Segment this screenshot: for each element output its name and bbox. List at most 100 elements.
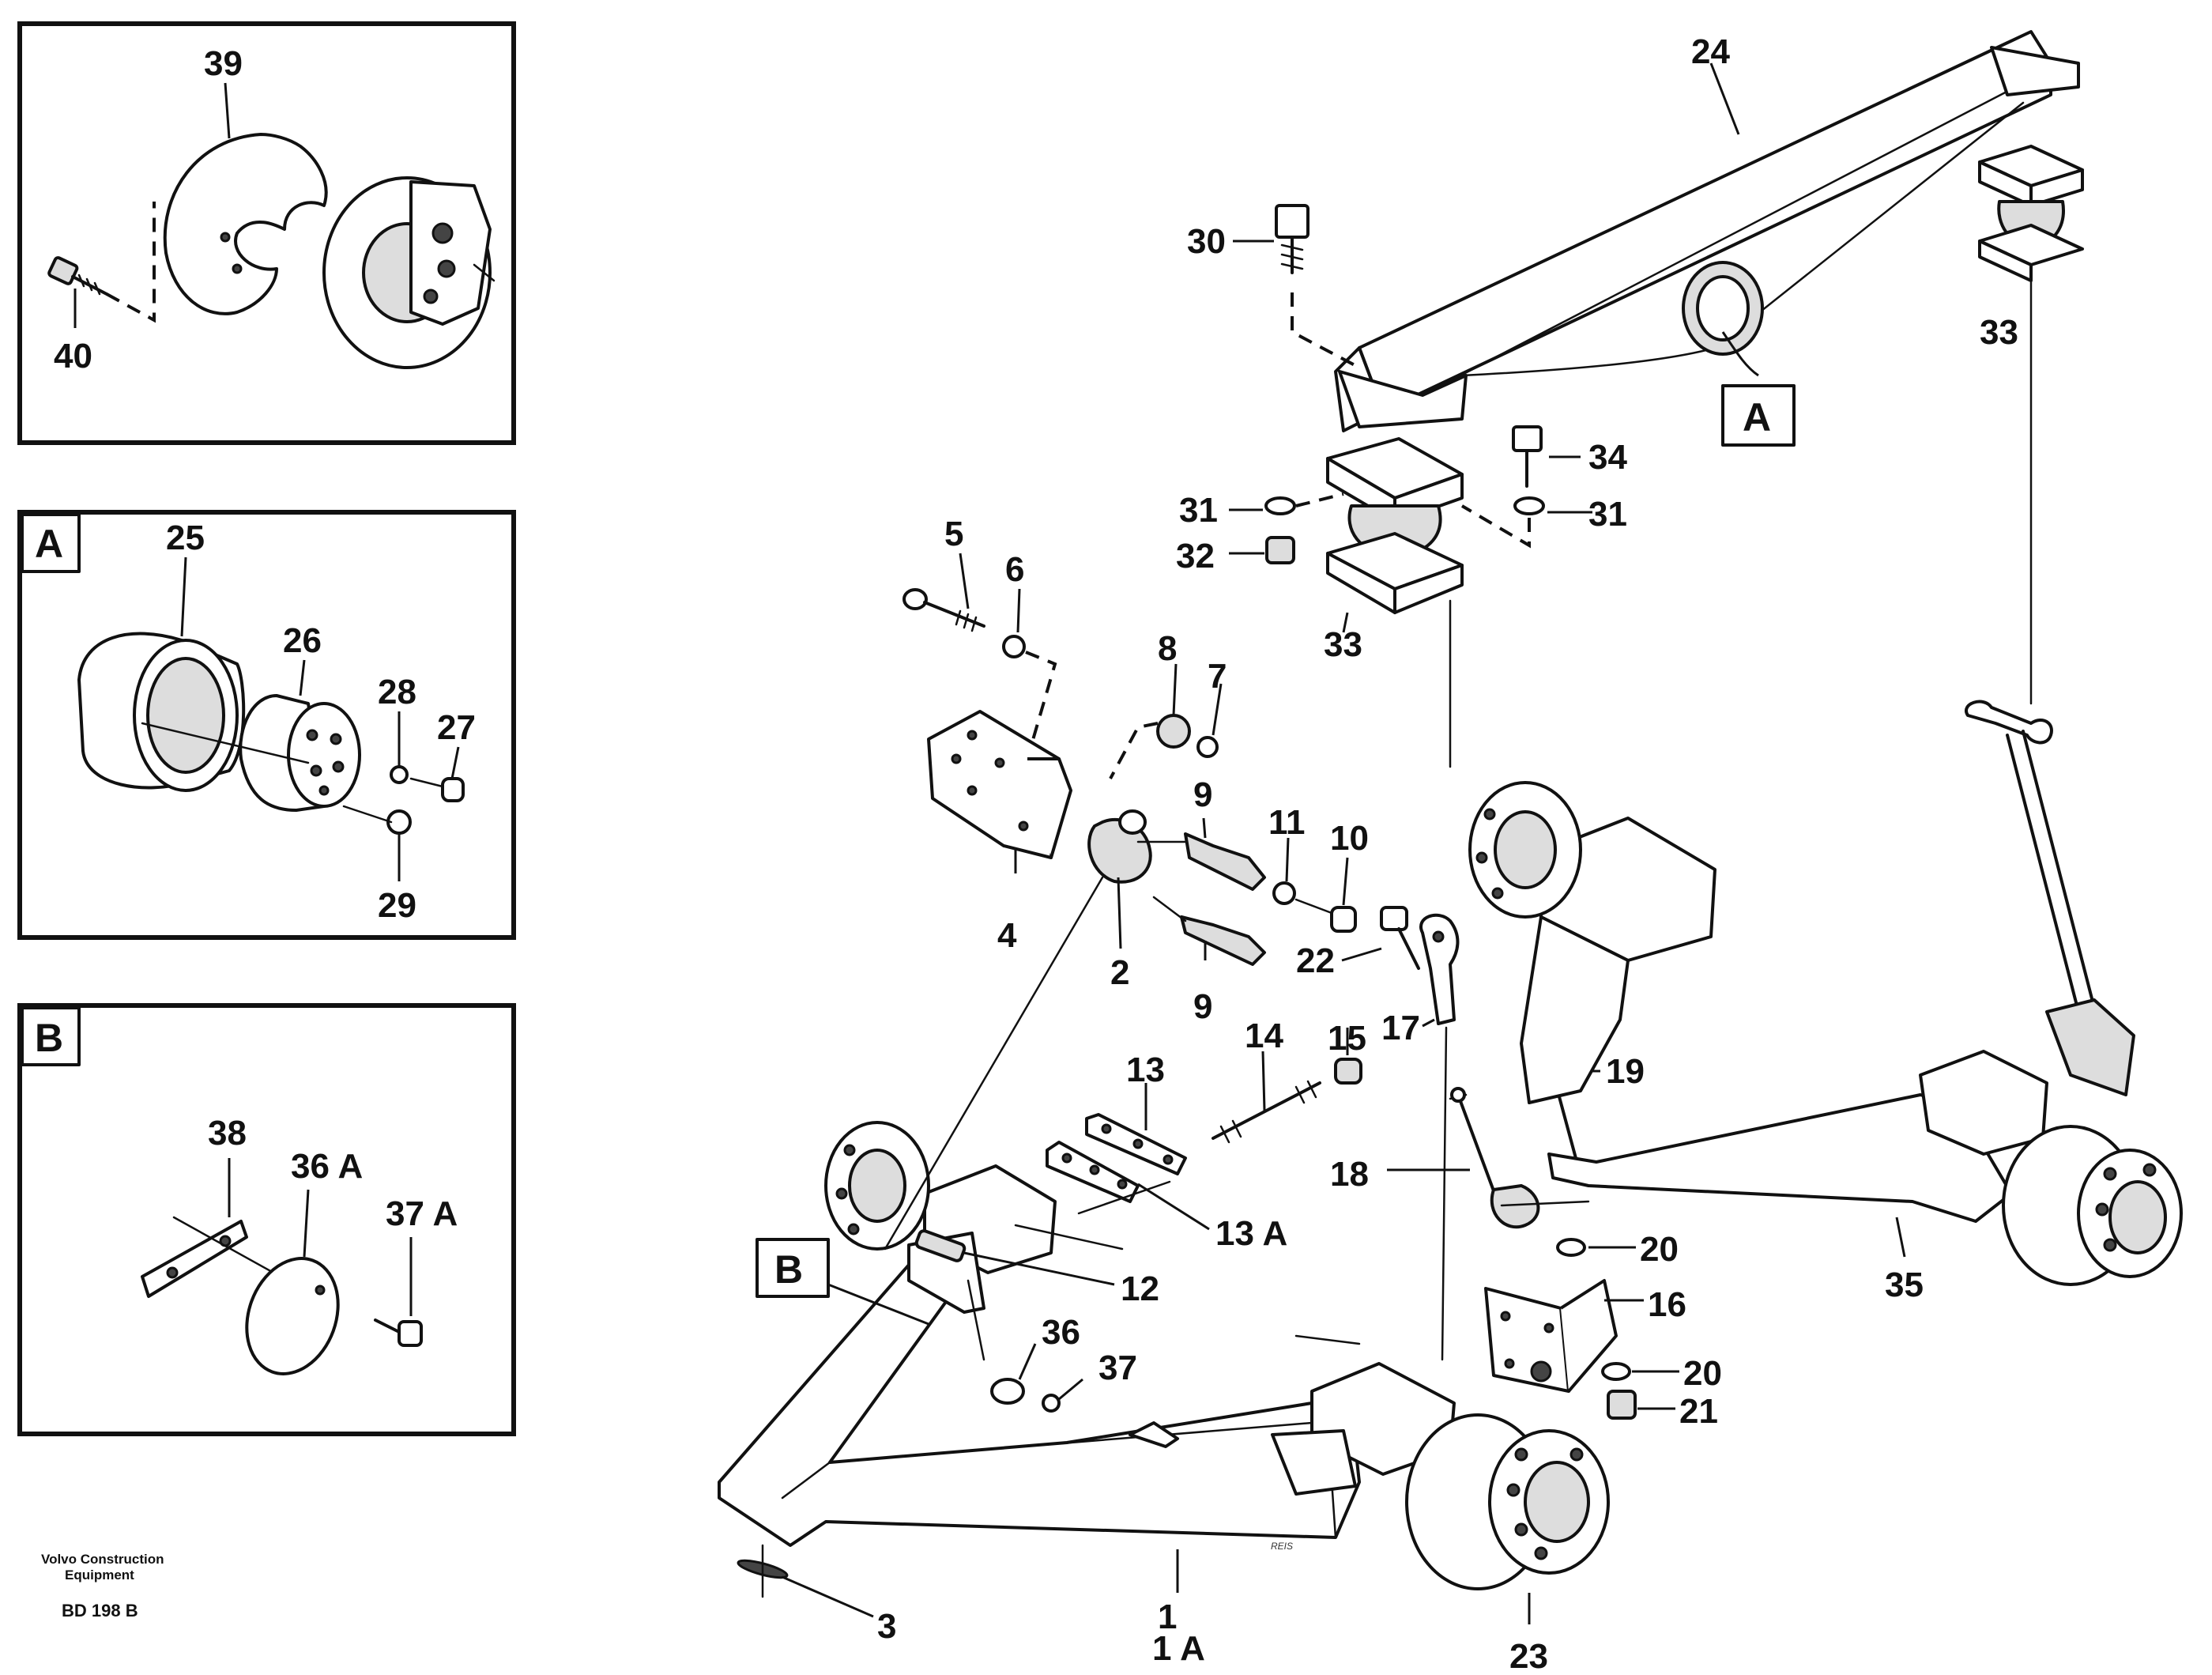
bracket-4 — [927, 710, 1072, 859]
callout-b-letter: B — [774, 1247, 803, 1292]
cover-36a — [245, 1257, 340, 1375]
line-bushing-to-frame — [884, 876, 1104, 1251]
lower-wheel-hub-23 — [1405, 1413, 1610, 1590]
label-37: 37 — [1098, 1349, 1137, 1387]
nut-32 — [1265, 536, 1295, 564]
label-35: 35 — [1885, 1266, 1924, 1304]
label-22: 22 — [1296, 941, 1335, 980]
label-6: 6 — [1005, 550, 1024, 589]
bolt-22 — [1380, 906, 1420, 970]
washer-31-left — [1264, 496, 1296, 515]
callout-a-letter: A — [1743, 395, 1771, 439]
torque-rod-right — [1965, 700, 2135, 1096]
label-7: 7 — [1208, 657, 1227, 696]
label-11: 11 — [1268, 803, 1306, 842]
bolt-30 — [1275, 204, 1309, 274]
label-33-right: 33 — [1980, 313, 2018, 352]
nut-21 — [1607, 1390, 1637, 1420]
label-26: 26 — [283, 621, 322, 660]
label-27: 27 — [437, 708, 476, 747]
label-18: 18 — [1330, 1155, 1369, 1194]
label-15: 15 — [1328, 1019, 1366, 1058]
bushing-2 — [1087, 809, 1152, 884]
label-36a: 36 A — [291, 1147, 363, 1186]
panel-a-letter: A — [35, 522, 63, 566]
plate-13 — [1085, 1113, 1187, 1175]
left-axle-housing — [824, 1121, 1057, 1314]
center-housing — [1271, 1362, 1456, 1496]
label-16: 16 — [1648, 1285, 1686, 1324]
line-link-down — [1441, 1026, 1448, 1361]
disc-cover — [163, 133, 328, 315]
link-17 — [1419, 913, 1460, 1025]
rubber-mount-33-left — [1326, 437, 1464, 614]
label-24: 24 — [1691, 32, 1730, 71]
rod-18 — [1449, 1087, 1540, 1229]
label-19: 19 — [1606, 1052, 1645, 1091]
washer-20-lower — [1601, 1362, 1631, 1381]
label-30: 30 — [1187, 222, 1226, 261]
label-31-right: 31 — [1588, 495, 1627, 534]
label-29: 29 — [378, 886, 416, 925]
company-name-line2: Equipment — [65, 1567, 134, 1583]
label-9-upper: 9 — [1193, 775, 1212, 814]
label-14: 14 — [1245, 1017, 1283, 1055]
label-2: 2 — [1110, 953, 1129, 992]
label-40: 40 — [54, 337, 92, 375]
nut-15 — [1334, 1058, 1362, 1085]
bracket-16 — [1484, 1279, 1618, 1393]
label-5: 5 — [944, 515, 963, 553]
label-25: 25 — [166, 519, 205, 557]
panel-frame-top — [17, 21, 516, 445]
label-28: 28 — [378, 673, 416, 711]
right-lower-hub — [2002, 1125, 2183, 1286]
callout-a-tag — [1721, 384, 1796, 447]
clip-9-upper — [1184, 832, 1266, 891]
panel-b-letter: B — [35, 1016, 63, 1060]
upper-beam-24 — [1334, 30, 2080, 432]
label-20-lower: 20 — [1683, 1354, 1722, 1393]
washer-11 — [1272, 881, 1296, 905]
label-1: 1 — [1158, 1598, 1177, 1636]
cover-36 — [990, 1378, 1025, 1405]
bolt-5 — [903, 588, 985, 632]
callout-b-tag — [756, 1238, 830, 1298]
label-39: 39 — [204, 44, 243, 83]
hub-26 — [239, 694, 361, 812]
washer-6 — [1002, 635, 1026, 658]
label-13a: 13 A — [1215, 1214, 1287, 1253]
bolt-34 — [1512, 425, 1543, 488]
label-23: 23 — [1509, 1637, 1548, 1675]
panel-b-tag — [21, 1006, 81, 1066]
nut-7 — [1196, 736, 1219, 758]
label-9-lower: 9 — [1193, 987, 1212, 1026]
washer-20-upper — [1556, 1238, 1586, 1257]
bolt-40 — [47, 256, 108, 296]
bushing-25 — [77, 632, 246, 792]
label-20-upper: 20 — [1640, 1230, 1679, 1269]
label-17: 17 — [1381, 1009, 1420, 1047]
detail-panel-disc: 39 40 — [17, 21, 516, 445]
stud-14 — [1212, 1080, 1321, 1144]
bushing-8 — [1156, 714, 1191, 749]
label-8: 8 — [1158, 629, 1177, 668]
detail-panel-b: B 38 36 A 37 A — [17, 1003, 516, 1436]
label-4: 4 — [997, 916, 1017, 955]
label-32: 32 — [1176, 537, 1215, 575]
nut-10 — [1330, 906, 1357, 933]
brake-hub — [322, 176, 496, 369]
drawing-code: BD 198 B — [62, 1601, 138, 1620]
detail-panel-a: A 25 26 28 27 29 — [17, 510, 516, 940]
label-37a: 37 A — [386, 1194, 458, 1233]
label-38: 38 — [208, 1114, 247, 1153]
label-3: 3 — [877, 1607, 896, 1646]
panel-frame-b — [17, 1003, 516, 1436]
right-upper-hub — [1468, 781, 1582, 919]
panel-frame-a — [17, 510, 516, 940]
label-10: 10 — [1330, 819, 1369, 858]
label-21: 21 — [1679, 1392, 1718, 1431]
bolt-37 — [1042, 1394, 1061, 1413]
label-31-left: 31 — [1179, 491, 1218, 530]
drafter-signature: REIS — [1271, 1541, 1293, 1552]
